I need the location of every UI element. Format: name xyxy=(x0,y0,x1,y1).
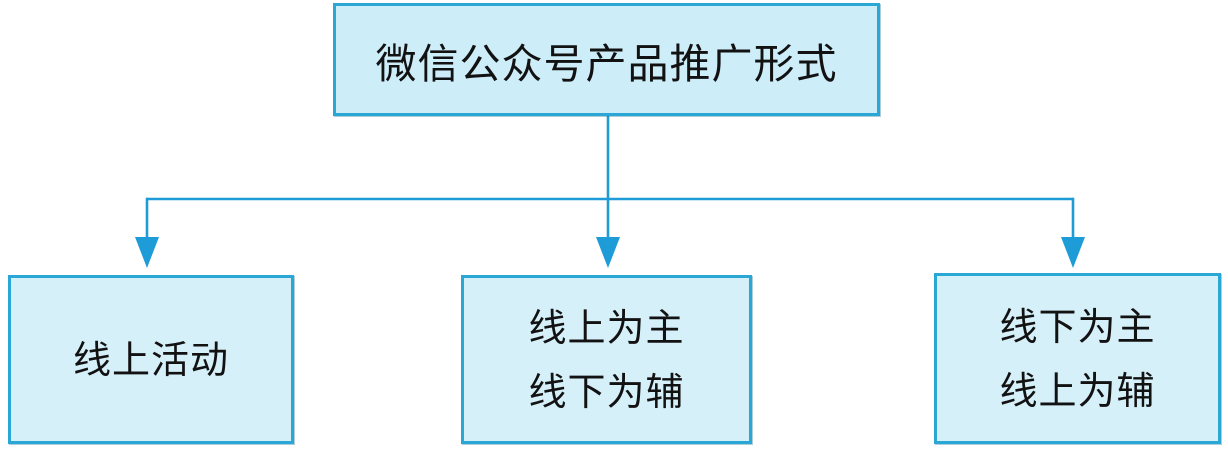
child-node-label-line: 线下为辅 xyxy=(528,369,685,414)
child-node-label-line: 线下为主 xyxy=(999,304,1156,349)
child-node-online-primary: 线上为主 线下为辅 xyxy=(461,275,752,444)
arrowhead-middle-icon xyxy=(596,237,620,268)
child-node-label-line: 线上为主 xyxy=(528,305,685,350)
child-node-label-line: 线上活动 xyxy=(72,337,229,382)
root-node: 微信公众号产品推广形式 xyxy=(333,3,880,116)
child-node-online-activities: 线上活动 xyxy=(8,275,294,444)
child-node-label-line: 线上为辅 xyxy=(999,368,1156,413)
arrowhead-right-icon xyxy=(1061,237,1085,268)
root-node-label: 微信公众号产品推广形式 xyxy=(375,39,838,88)
arrowhead-left-icon xyxy=(135,237,159,268)
child-node-offline-primary: 线下为主 线上为辅 xyxy=(934,273,1221,444)
